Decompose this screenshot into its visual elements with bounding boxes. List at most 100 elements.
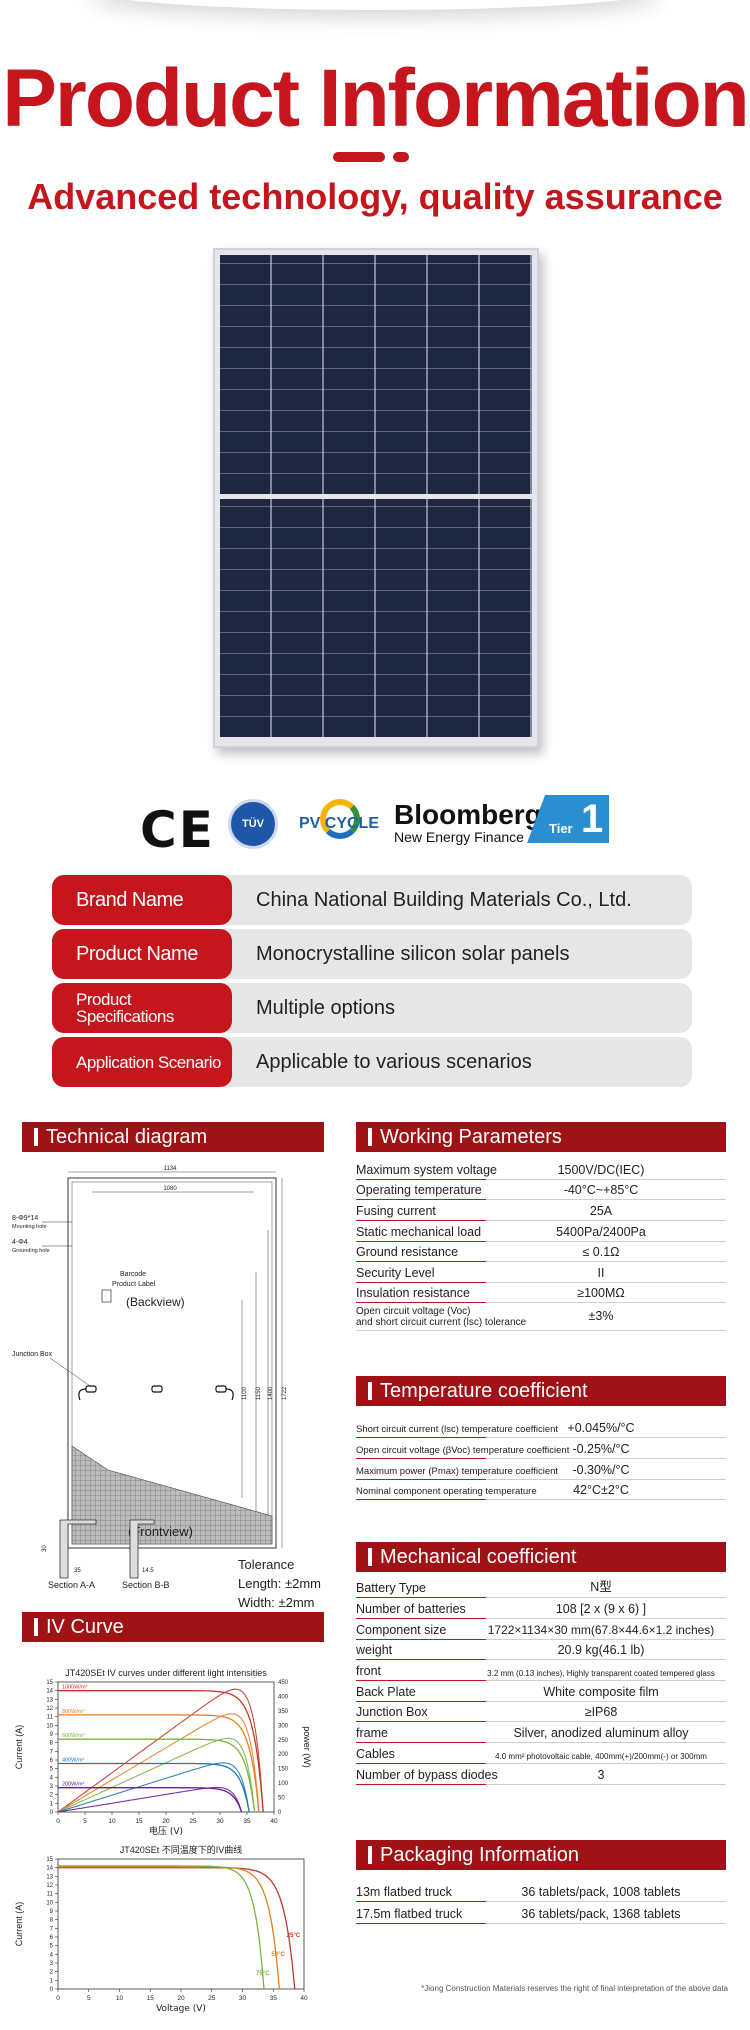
tolerance-width: Width: ±2mm [238,1595,315,1610]
x-tick-label: 20 [162,1818,170,1825]
dim-4: 1722 [282,1386,288,1400]
power-series-line [57,1713,260,1813]
pv-cycle-logo: PV CYCLE [298,799,380,851]
junction-box-label: Junction Box [12,1351,53,1358]
plot-frame [57,1858,305,1990]
power-series-line [57,1737,256,1813]
x-tick-label: 5 [83,1818,87,1825]
y-tick-label: 6 [50,1935,54,1941]
y-tick-label: 1 [50,1801,54,1807]
y-tick-label: 5 [50,1767,54,1773]
solar-panel-image [213,248,539,748]
param-value: 42°C±2°C [573,1483,629,1497]
chart-title: JT420SEt IV curves under different light… [65,1668,267,1678]
y2-tick-label: 400 [278,1694,289,1700]
y-tick-label: 11 [47,1892,54,1898]
y-tick-label: 8 [50,1741,54,1747]
series-label: 800W/m² [62,1709,84,1715]
param-value: ≤ 0.1Ω [582,1245,620,1259]
info-value: Multiple options [256,996,395,1019]
y2-tick-label: 150 [278,1767,289,1773]
tolerance-length: Length: ±2mm [238,1576,322,1591]
y-tick-label: 11 [47,1715,54,1721]
y-tick-label: 13 [46,1697,53,1703]
section-a-profile [59,1519,97,1579]
y-tick-label: 4 [50,1952,54,1958]
y-tick-label: 2 [50,1793,54,1799]
x-tick-label: 35 [243,1818,251,1825]
mounting-hole-label: 8-Φ9*14 [12,1215,38,1222]
section-iv-curve: IV Curve [22,1612,324,1642]
param-name: front [356,1664,382,1678]
x-tick-label: 35 [270,1995,278,2002]
section-packaging-information: Packaging Information [356,1840,726,1870]
page-title: Product Information [2,53,750,144]
table-row: Ground resistance≤ 0.1Ω [356,1242,726,1262]
dim-3: 1400 [268,1386,274,1400]
tolerance-note: Tolerance Length: ±2mm Width: ±2mm [238,1555,321,1612]
y-tick-label: 8 [50,1918,54,1924]
frontview-label: (Frontview) [128,1524,193,1539]
table-row: Insulation resistance≥100MΩ [356,1283,726,1303]
y-tick-label: 12 [46,1883,53,1889]
param-name: weight [356,1643,393,1657]
junction-box-center [151,1385,163,1393]
param-name: Nominal component operating temperature [356,1486,537,1497]
x-tick-label: 40 [270,1818,278,1825]
param-name: Maximum power (Pmax) temperature coeffic… [356,1466,559,1477]
iv-series-line [58,1865,265,1990]
y-tick-label: 13 [46,1874,53,1880]
y-tick-label: 6 [50,1758,54,1764]
iv-series-line [58,1787,243,1813]
y-tick-label: 7 [50,1926,54,1932]
param-name: Cables [356,1747,395,1761]
param-name: Open circuit voltage (Voc)and short circ… [356,1306,527,1328]
y-tick-label: 14 [46,1866,53,1872]
y-axis-label: Current (A) [14,1902,24,1947]
param-name: Number of bypass diodes [356,1768,498,1782]
param-name: Maximum system voltage [356,1163,498,1177]
table-row: Junction Box≥IP68 [356,1702,726,1722]
y-tick-label: 10 [46,1900,53,1906]
x-axis-label: Voltage (V) [156,2004,206,2014]
param-name: Short circuit current (lsc) temperature … [356,1424,559,1435]
y2-tick-label: 250 [278,1738,289,1744]
junction-box-left [85,1385,97,1393]
iv-series-line [58,1867,296,1990]
series-label: 400W/m² [62,1757,84,1763]
iv-series-line [58,1866,281,1990]
x-tick-label: 0 [56,1818,60,1825]
solar-panel-top-half [220,255,532,494]
x-tick-label: 10 [116,1995,124,2002]
param-value: 20.9 kg(46.1 lb) [557,1643,645,1657]
dim-inner: 1080 [163,1186,177,1192]
y2-axis-label: power (W) [302,1726,312,1768]
x-tick-label: 10 [108,1818,116,1825]
param-name: Junction Box [356,1705,428,1719]
x-axis-label: 电压 (V) [149,1825,183,1837]
certification-logos: CE TÜV SÜD PV CYCLE Bloomberg New Energy… [0,795,750,874]
info-row-product: Product Name Monocrystalline silicon sol… [52,929,692,979]
param-value: 3.2 mm (0.13 inches), Highly transparent… [487,1669,715,1678]
y-tick-label: 2 [50,1970,54,1976]
page-subtitle: Advanced technology, quality assurance [27,176,723,217]
iv-series-line [58,1690,264,1813]
tier-label: Tier [549,821,573,836]
x-tick-label: 0 [56,1995,60,2002]
y2-tick-label: 350 [278,1709,289,1715]
x-tick-label: 15 [147,1995,155,2002]
x-tick-label: 20 [177,1995,185,2002]
info-value: China National Building Materials Co., L… [256,888,632,911]
param-name: Battery Type [356,1581,426,1595]
param-name: Static mechanical load [356,1225,482,1239]
section-b-width: 14.5 [142,1568,154,1574]
param-name-line2: and short circuit current (lsc) toleranc… [356,1316,527,1328]
section-temperature-coefficient: Temperature coefficient [356,1376,726,1406]
param-name: Operating temperature [356,1183,482,1197]
info-label: Application Scenario [52,1037,232,1087]
